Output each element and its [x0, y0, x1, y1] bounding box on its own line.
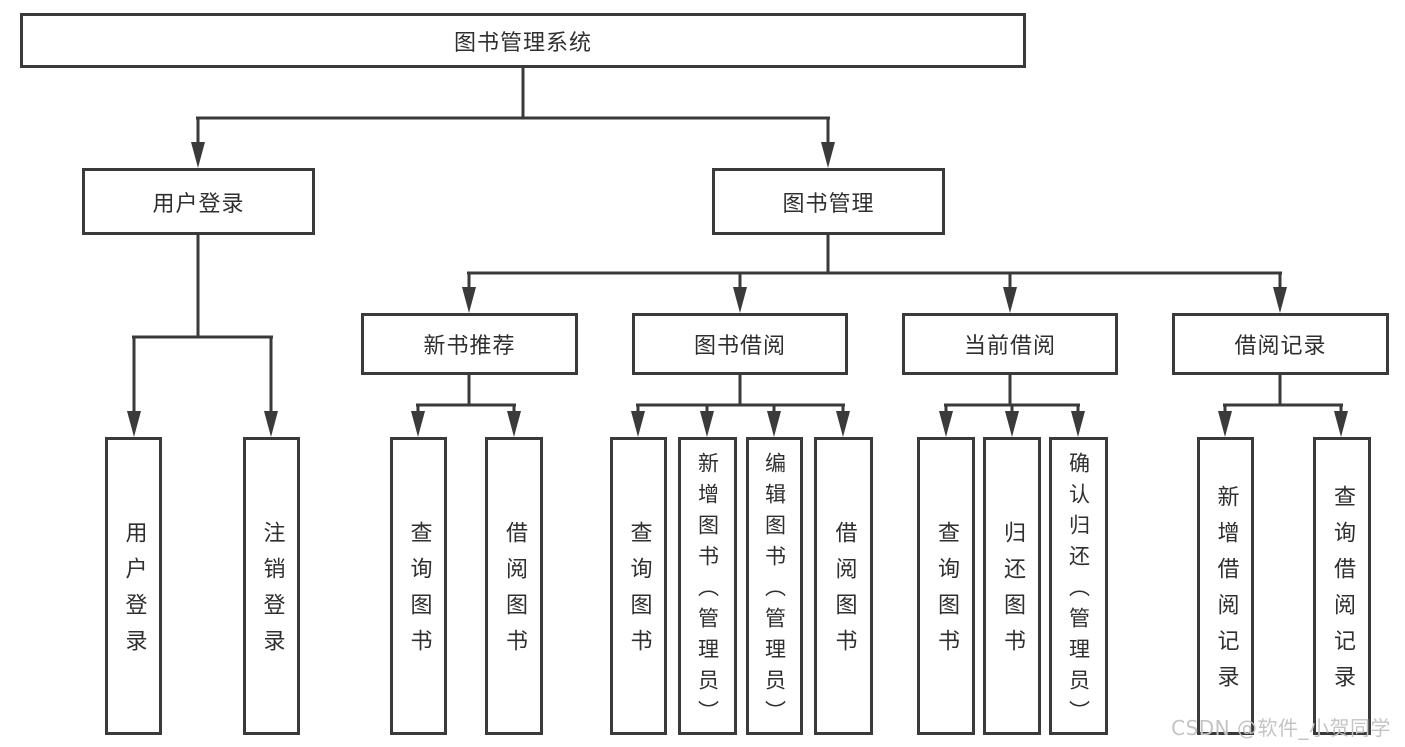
node-label: 新书推荐 [423, 334, 516, 359]
node-library-system: 图书管理系统 [20, 13, 1026, 68]
node-label: 编辑图书（管理员） [762, 451, 787, 731]
connector-book-borrowing-children [631, 375, 850, 437]
node-confirm-return-admin: 确认归还（管理员） [1049, 437, 1108, 735]
node-label: 查询借阅记录 [1330, 485, 1355, 701]
node-label: 图书管理系统 [453, 30, 592, 56]
watermark-text: CSDN @软件_小贺同学 [1171, 716, 1391, 740]
connector-new-book-recommend-children [411, 375, 521, 437]
node-label: 注销登录 [259, 521, 285, 665]
node-edit-book-admin: 编辑图书（管理员） [746, 437, 803, 735]
node-borrowing-query-book: 查询图书 [610, 437, 667, 735]
node-query-borrow-record: 查询借阅记录 [1313, 437, 1371, 735]
node-label: 新增借阅记录 [1213, 485, 1239, 701]
node-label: 归还图书 [1000, 521, 1025, 665]
connector-book-management-children [462, 235, 1287, 313]
node-add-borrow-record: 新增借阅记录 [1197, 437, 1254, 735]
node-label: 新增图书（管理员） [695, 451, 720, 731]
node-label: 确认归还（管理员） [1066, 451, 1091, 731]
node-label: 图书借阅 [693, 334, 786, 359]
node-label: 借阅图书 [831, 521, 857, 665]
connector-root-to-level2 [191, 68, 835, 168]
node-return-book: 归还图书 [983, 437, 1041, 735]
node-user-login-leaf: 用户登录 [105, 437, 162, 735]
node-label: 查询图书 [934, 521, 959, 665]
node-new-book-recommend: 新书推荐 [361, 313, 578, 375]
node-book-management: 图书管理 [712, 168, 945, 235]
connector-user-login-children [127, 235, 278, 437]
connector-current-borrowing-children [939, 375, 1085, 437]
node-current-query-book: 查询图书 [917, 437, 975, 735]
node-add-book-admin: 新增图书（管理员） [678, 437, 737, 735]
node-label: 用户登录 [152, 191, 245, 217]
node-label: 当前借阅 [963, 334, 1056, 359]
node-book-borrowing: 图书借阅 [632, 313, 848, 375]
node-label: 用户登录 [121, 521, 147, 665]
node-borrowing-records: 借阅记录 [1172, 313, 1389, 375]
node-logout-leaf: 注销登录 [243, 437, 300, 735]
node-user-login-group: 用户登录 [82, 168, 315, 235]
connector-borrowing-records-children [1218, 375, 1348, 437]
node-current-borrowing: 当前借阅 [902, 313, 1118, 375]
node-label: 借阅记录 [1234, 334, 1327, 359]
node-recommend-query-book: 查询图书 [390, 437, 447, 735]
node-borrowing-borrow-book: 借阅图书 [814, 437, 873, 735]
node-recommend-borrow-book: 借阅图书 [485, 437, 543, 735]
node-label: 查询图书 [626, 521, 652, 665]
node-label: 查询图书 [406, 521, 432, 665]
node-label: 图书管理 [782, 191, 875, 217]
node-label: 借阅图书 [502, 521, 527, 665]
